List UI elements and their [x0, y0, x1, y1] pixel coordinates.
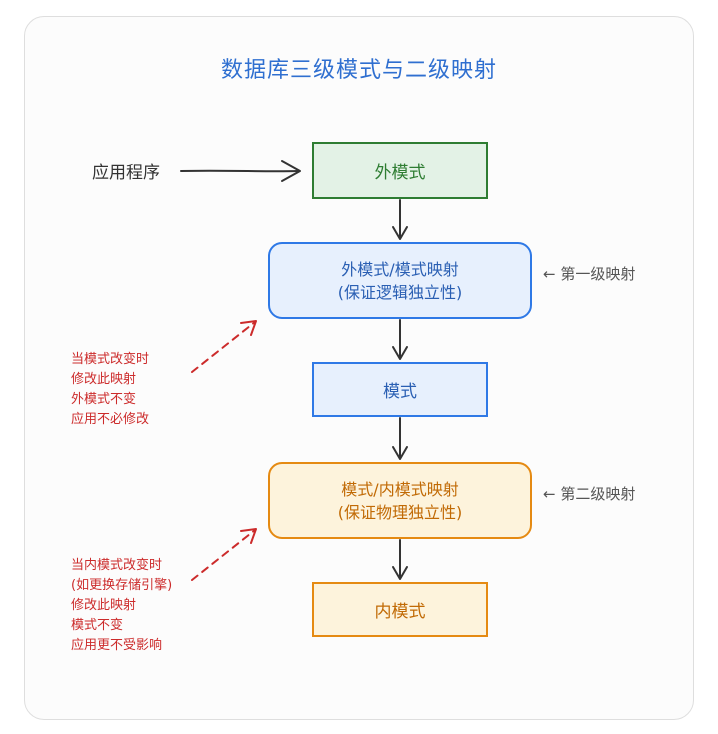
app-to-external-arrow: [180, 160, 301, 182]
note1-dashed-arrow: [191, 321, 256, 373]
note2-line: 应用更不受影响: [71, 638, 163, 653]
conceptual-internal-mapping-box: 模式/内模式映射 (保证物理独立性): [268, 462, 532, 539]
external-schema-label: 外模式: [374, 163, 426, 183]
arrowhead-mapping1-to-conceptual: [392, 346, 408, 360]
note1-line: 当模式改变时: [71, 352, 150, 367]
physical-independence-note: 当内模式改变时 (如更换存储引擎) 修改此映射 模式不变 应用更不受影响: [71, 556, 172, 656]
note2-arrowhead: [240, 528, 257, 544]
note1-line: 修改此映射: [71, 372, 137, 387]
annotation-arrows: [191, 320, 257, 581]
mapping2-line2: (保证物理独立性): [337, 502, 463, 522]
note2-dashed-arrow: [191, 529, 256, 581]
diagram-title: 数据库三级模式与二级映射: [220, 58, 497, 83]
note1-line: 应用不必修改: [71, 412, 150, 427]
flow-arrows: [392, 199, 408, 580]
internal-schema-box: 内模式: [312, 582, 488, 637]
mapping2-line1: 模式/内模式映射: [341, 479, 459, 499]
external-conceptual-mapping-box: 外模式/模式映射 (保证逻辑独立性): [268, 242, 532, 319]
conceptual-schema-label: 模式: [383, 382, 417, 402]
note2-line: 当内模式改变时: [71, 558, 163, 573]
second-level-mapping-label: ← 第二级映射: [543, 485, 636, 503]
arrowhead-mapping2-to-internal: [392, 566, 408, 580]
mapping1-line1: 外模式/模式映射: [341, 259, 459, 279]
application-label: 应用程序: [92, 163, 160, 183]
internal-schema-label: 内模式: [374, 602, 426, 622]
arrowhead-conceptual-to-mapping2: [392, 446, 408, 460]
note1-arrowhead: [240, 320, 257, 336]
note2-line: (如更换存储引擎): [71, 578, 173, 593]
logical-independence-note: 当模式改变时 修改此映射 外模式不变 应用不必修改: [71, 350, 149, 430]
mapping1-line2: (保证逻辑独立性): [337, 282, 463, 302]
note2-line: 模式不变: [71, 618, 124, 633]
first-level-mapping-label: ← 第一级映射: [543, 265, 636, 283]
arrowhead-external-to-mapping1: [392, 226, 408, 240]
note1-line: 外模式不变: [71, 392, 137, 407]
note2-line: 修改此映射: [71, 598, 137, 613]
conceptual-schema-box: 模式: [312, 362, 488, 417]
external-schema-box: 外模式: [312, 142, 488, 199]
